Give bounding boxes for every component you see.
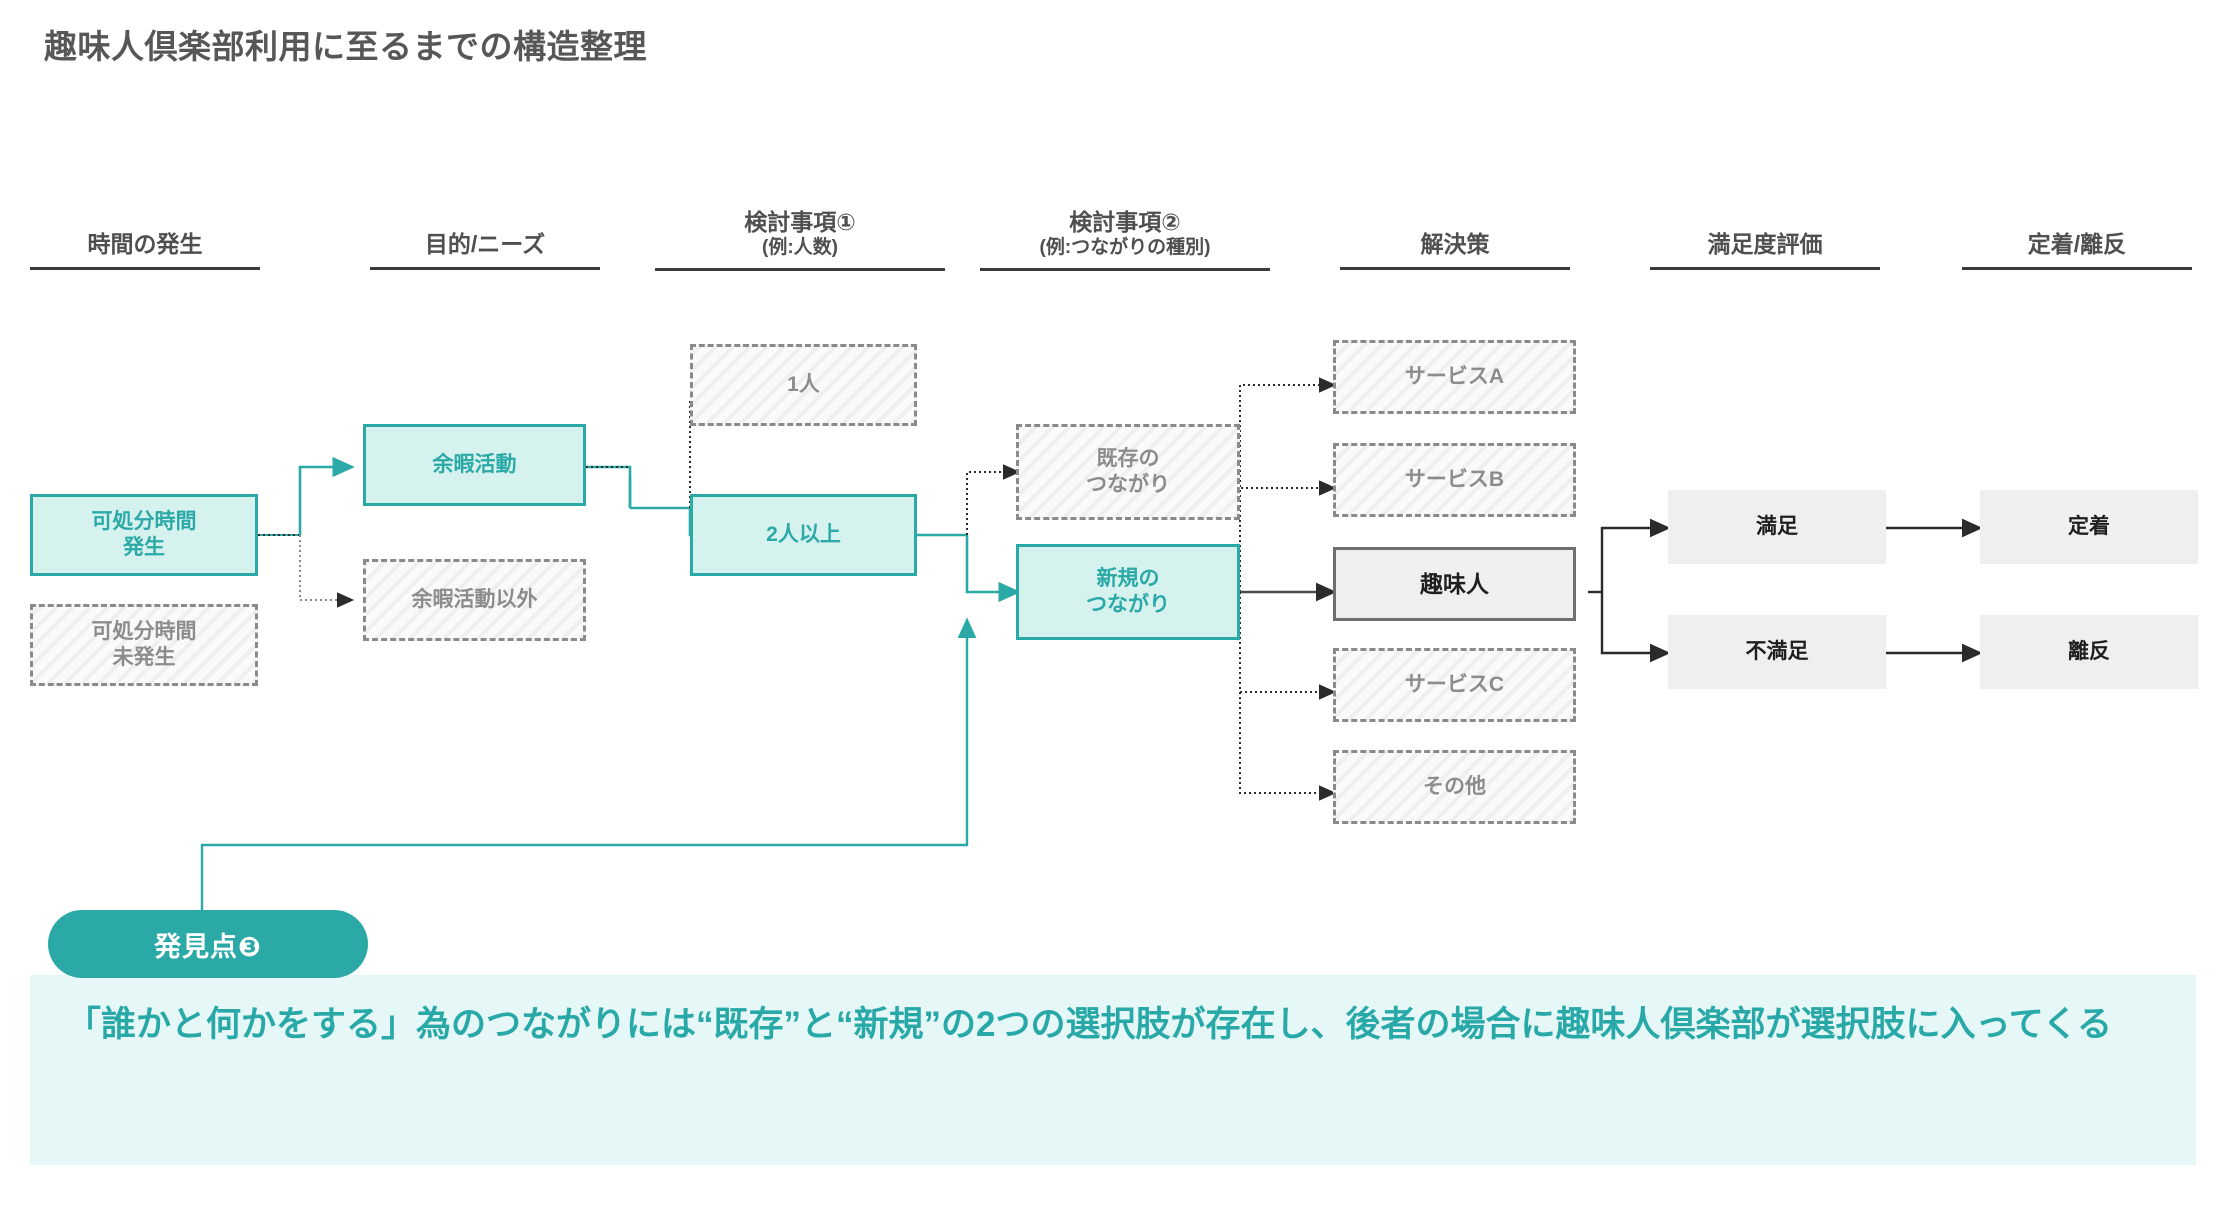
column-header-rule: [655, 267, 945, 271]
node-service-a[interactable]: サービスA: [1333, 340, 1576, 414]
column-header-label: 解決策: [1420, 231, 1490, 257]
column-header-retention: 定着/離反: [1962, 230, 2192, 270]
node-dissatisfied[interactable]: 不満足: [1668, 615, 1886, 689]
node-non-leisure[interactable]: 余暇活動以外: [363, 559, 586, 641]
node-service-other[interactable]: その他: [1333, 750, 1576, 824]
column-head er-consider1: 検討事項① (例:人数): [655, 208, 945, 271]
column-header-label: 検討事項②: [1069, 209, 1181, 235]
column-header-consider2: 検討事項② (例:つながりの種別): [980, 208, 1270, 271]
node-satisfied[interactable]: 満足: [1668, 490, 1886, 564]
node-service-c[interactable]: サービスC: [1333, 648, 1576, 722]
node-shumito[interactable]: 趣味人: [1333, 547, 1576, 621]
page-title: 趣味人倶楽部利用に至るまでの構造整理: [44, 28, 647, 65]
insight-badge: 発見点❸: [48, 910, 368, 978]
column-header-rule: [1650, 266, 1880, 270]
column-header-purpose: 目的/ニーズ: [370, 230, 600, 270]
column-header-solution: 解決策: [1340, 230, 1570, 270]
column-header-label: 時間の発生: [87, 231, 203, 257]
column-header-rule: [1962, 266, 2192, 270]
column-header-label: 検討事項①: [744, 209, 856, 235]
column-header-label: 目的/ニーズ: [424, 231, 546, 257]
column-header-label: 定着/離反: [2027, 231, 2127, 257]
node-time-not-occurs[interactable]: 可処分時間 未発生: [30, 604, 258, 686]
node-retained[interactable]: 定着: [1980, 490, 2198, 564]
column-header-label: 満足度評価: [1707, 231, 1823, 257]
column-header-sublabel: (例:つながりの種別): [1039, 236, 1211, 258]
column-header-sublabel: (例:人数): [762, 236, 838, 258]
column-header-rule: [370, 266, 600, 270]
node-leisure[interactable]: 余暇活動: [363, 424, 586, 506]
node-two-or-more[interactable]: 2人以上: [690, 494, 917, 576]
node-one-person[interactable]: 1人: [690, 344, 917, 426]
node-service-b[interactable]: サービスB: [1333, 443, 1576, 517]
column-header-rule: [30, 266, 260, 270]
column-header-time: 時間の発生: [30, 230, 260, 270]
column-header-rule: [980, 267, 1270, 271]
node-existing-tie[interactable]: 既存の つながり: [1016, 424, 1240, 520]
node-churned[interactable]: 離反: [1980, 615, 2198, 689]
node-new-tie[interactable]: 新規の つながり: [1016, 544, 1240, 640]
insight-panel: [30, 975, 2196, 1165]
insight-text: 「誰かと何かをする」為のつながりには“既存”と“新規”の2つの選択肢が存在し、後…: [66, 1005, 2112, 1044]
column-header-satisfaction: 満足度評価: [1650, 230, 1880, 270]
column-header-rule: [1340, 266, 1570, 270]
node-time-occurs[interactable]: 可処分時間 発生: [30, 494, 258, 576]
